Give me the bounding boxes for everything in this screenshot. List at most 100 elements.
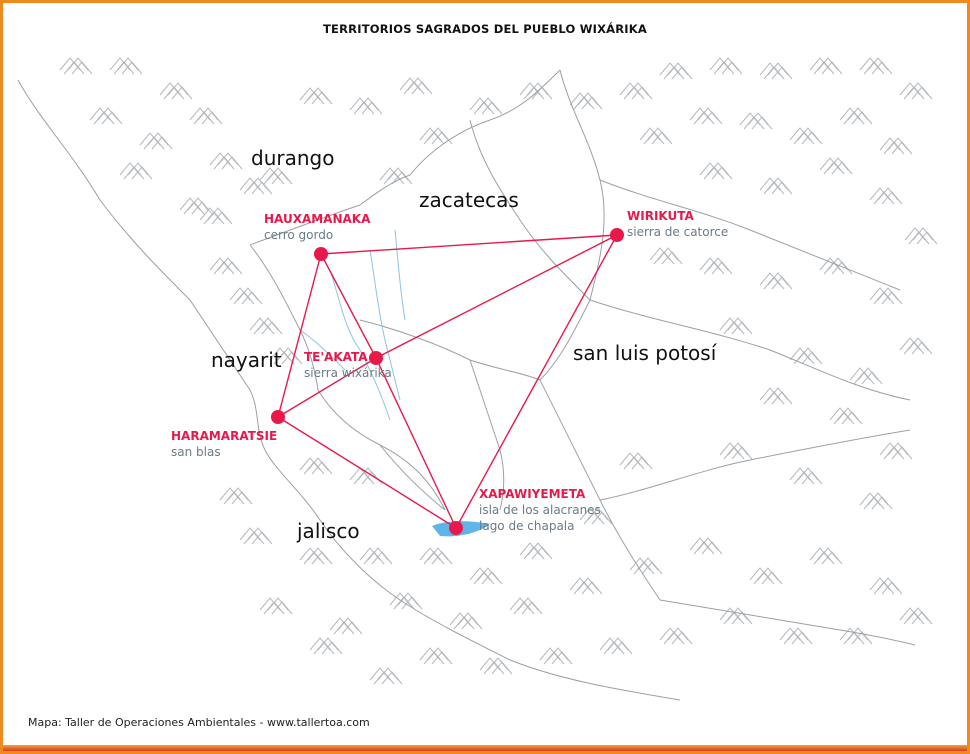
mountain-symbol (539, 647, 569, 661)
border-durango-zacatecas (249, 69, 561, 246)
map-title: TERRITORIOS SAGRADOS DEL PUEBLO WIXÁRIKA (323, 22, 647, 36)
site-name-wirikuta: WIRIKUTA (627, 209, 694, 223)
mountain-symbol (469, 567, 499, 581)
map-credit: Mapa: Taller de Operaciones Ambientales … (28, 716, 370, 729)
mountain-symbol (703, 166, 733, 180)
mountain-symbol (749, 567, 779, 581)
mountain-symbol (813, 61, 843, 75)
mountain-symbol (579, 507, 609, 521)
mountain-symbol (313, 641, 343, 655)
site-markers (271, 228, 624, 535)
state-label-zacatecas: zacatecas (419, 188, 519, 212)
mountain-symbol (349, 97, 379, 111)
mountain-symbol (763, 66, 793, 80)
mountain-symbol (243, 531, 273, 545)
mountain-symbol (809, 547, 839, 561)
mountain-symbol (899, 607, 929, 621)
mountain-symbol (179, 197, 209, 211)
mountain-symbol (908, 231, 938, 245)
mountain-symbol (849, 367, 879, 381)
state-label-san-luis-potosi: san luis potosí (573, 341, 717, 365)
mountain-symbol (399, 77, 429, 91)
mountain-symbol (359, 547, 389, 561)
mountain-symbol (303, 551, 333, 565)
route-teakata-haramaratsie (277, 357, 377, 418)
site-sub-hauxamanaka: cerro gordo (264, 228, 334, 242)
mountain-symbol (193, 111, 223, 125)
border-nayarit-durango (249, 244, 319, 391)
mountain-symbol (209, 152, 239, 166)
mountain-symbol (689, 107, 719, 121)
mountain-symbol (603, 641, 633, 655)
site-name-hauxamanaka: HAUXAMANAKA (264, 212, 371, 226)
marker-xapawiyemeta (449, 521, 463, 535)
mountain-symbol (299, 457, 329, 471)
mountain-symbol (199, 207, 229, 221)
mountain-symbol (159, 82, 189, 96)
mountain-symbol (219, 487, 249, 501)
state-label-nayarit: nayarit (211, 348, 282, 372)
mountain-symbol (793, 131, 823, 145)
mountain-symbol (829, 407, 859, 421)
mountain-symbol (299, 87, 329, 101)
route-hauxamanaka-teakata (320, 253, 377, 359)
mountain-symbol (899, 337, 929, 351)
mountain-symbol (763, 391, 793, 405)
mountain-symbol (839, 107, 869, 121)
route-haramaratsie-xapawiyemeta (277, 416, 457, 529)
mountain-symbol (369, 667, 399, 681)
mountain-symbol (259, 597, 289, 611)
mountain-symbol (699, 162, 729, 176)
river-3 (299, 329, 346, 371)
mountain-symbol (599, 637, 629, 651)
mountain-symbol (363, 551, 393, 565)
marker-haramaratsie (271, 410, 285, 424)
site-sub-teakata: sierra wixárika (304, 366, 392, 380)
mountain-symbol (113, 61, 143, 75)
border-inner-1 (469, 359, 505, 511)
border-nayarit-jalisco (317, 389, 446, 511)
mountain-symbol (513, 601, 543, 615)
mountain-symbol (239, 527, 269, 541)
mountain-symbol (59, 57, 89, 71)
mountain-symbol (449, 612, 479, 626)
mountain-symbol (469, 97, 499, 111)
mountain-symbol (899, 82, 929, 96)
mountain-symbol (789, 347, 819, 361)
mountain-symbol (659, 62, 689, 76)
mountain-symbol (793, 351, 823, 365)
mountain-symbol (869, 187, 899, 201)
mountain-symbol (723, 321, 753, 335)
mountain-symbol (823, 161, 853, 175)
mountain-symbol (239, 177, 269, 191)
mountain-symbol (473, 571, 503, 585)
mountain-symbol (509, 597, 539, 611)
mountain-symbol (833, 411, 863, 425)
mountain-symbol (699, 257, 729, 271)
mountain-symbol (253, 321, 283, 335)
mountain-symbol (543, 651, 573, 665)
mountain-symbol (859, 57, 889, 71)
mountain-symbol (629, 557, 659, 571)
mountain-symbol (143, 136, 173, 150)
mountain-symbols (59, 57, 938, 685)
mountain-symbol (163, 86, 193, 100)
border-zacatecas-jalisco (359, 319, 541, 381)
mountain-symbol (403, 81, 433, 95)
mountain-symbol (819, 257, 849, 271)
mountain-symbol (713, 61, 743, 75)
mountain-symbol (353, 101, 383, 115)
mountain-symbol (419, 547, 449, 561)
mountain-symbol (883, 446, 913, 460)
mountain-symbol (879, 442, 909, 456)
mountain-symbol (763, 276, 793, 290)
mountain-symbol (233, 291, 263, 305)
border-east-3 (659, 599, 916, 646)
mountain-symbol (393, 596, 423, 610)
mountain-symbol (303, 91, 333, 105)
site-name-teakata: TE'AKATA (304, 350, 368, 364)
mountain-symbol (793, 471, 823, 485)
mountain-symbol (299, 547, 329, 561)
rivers (299, 229, 406, 421)
mountain-symbol (623, 456, 653, 470)
